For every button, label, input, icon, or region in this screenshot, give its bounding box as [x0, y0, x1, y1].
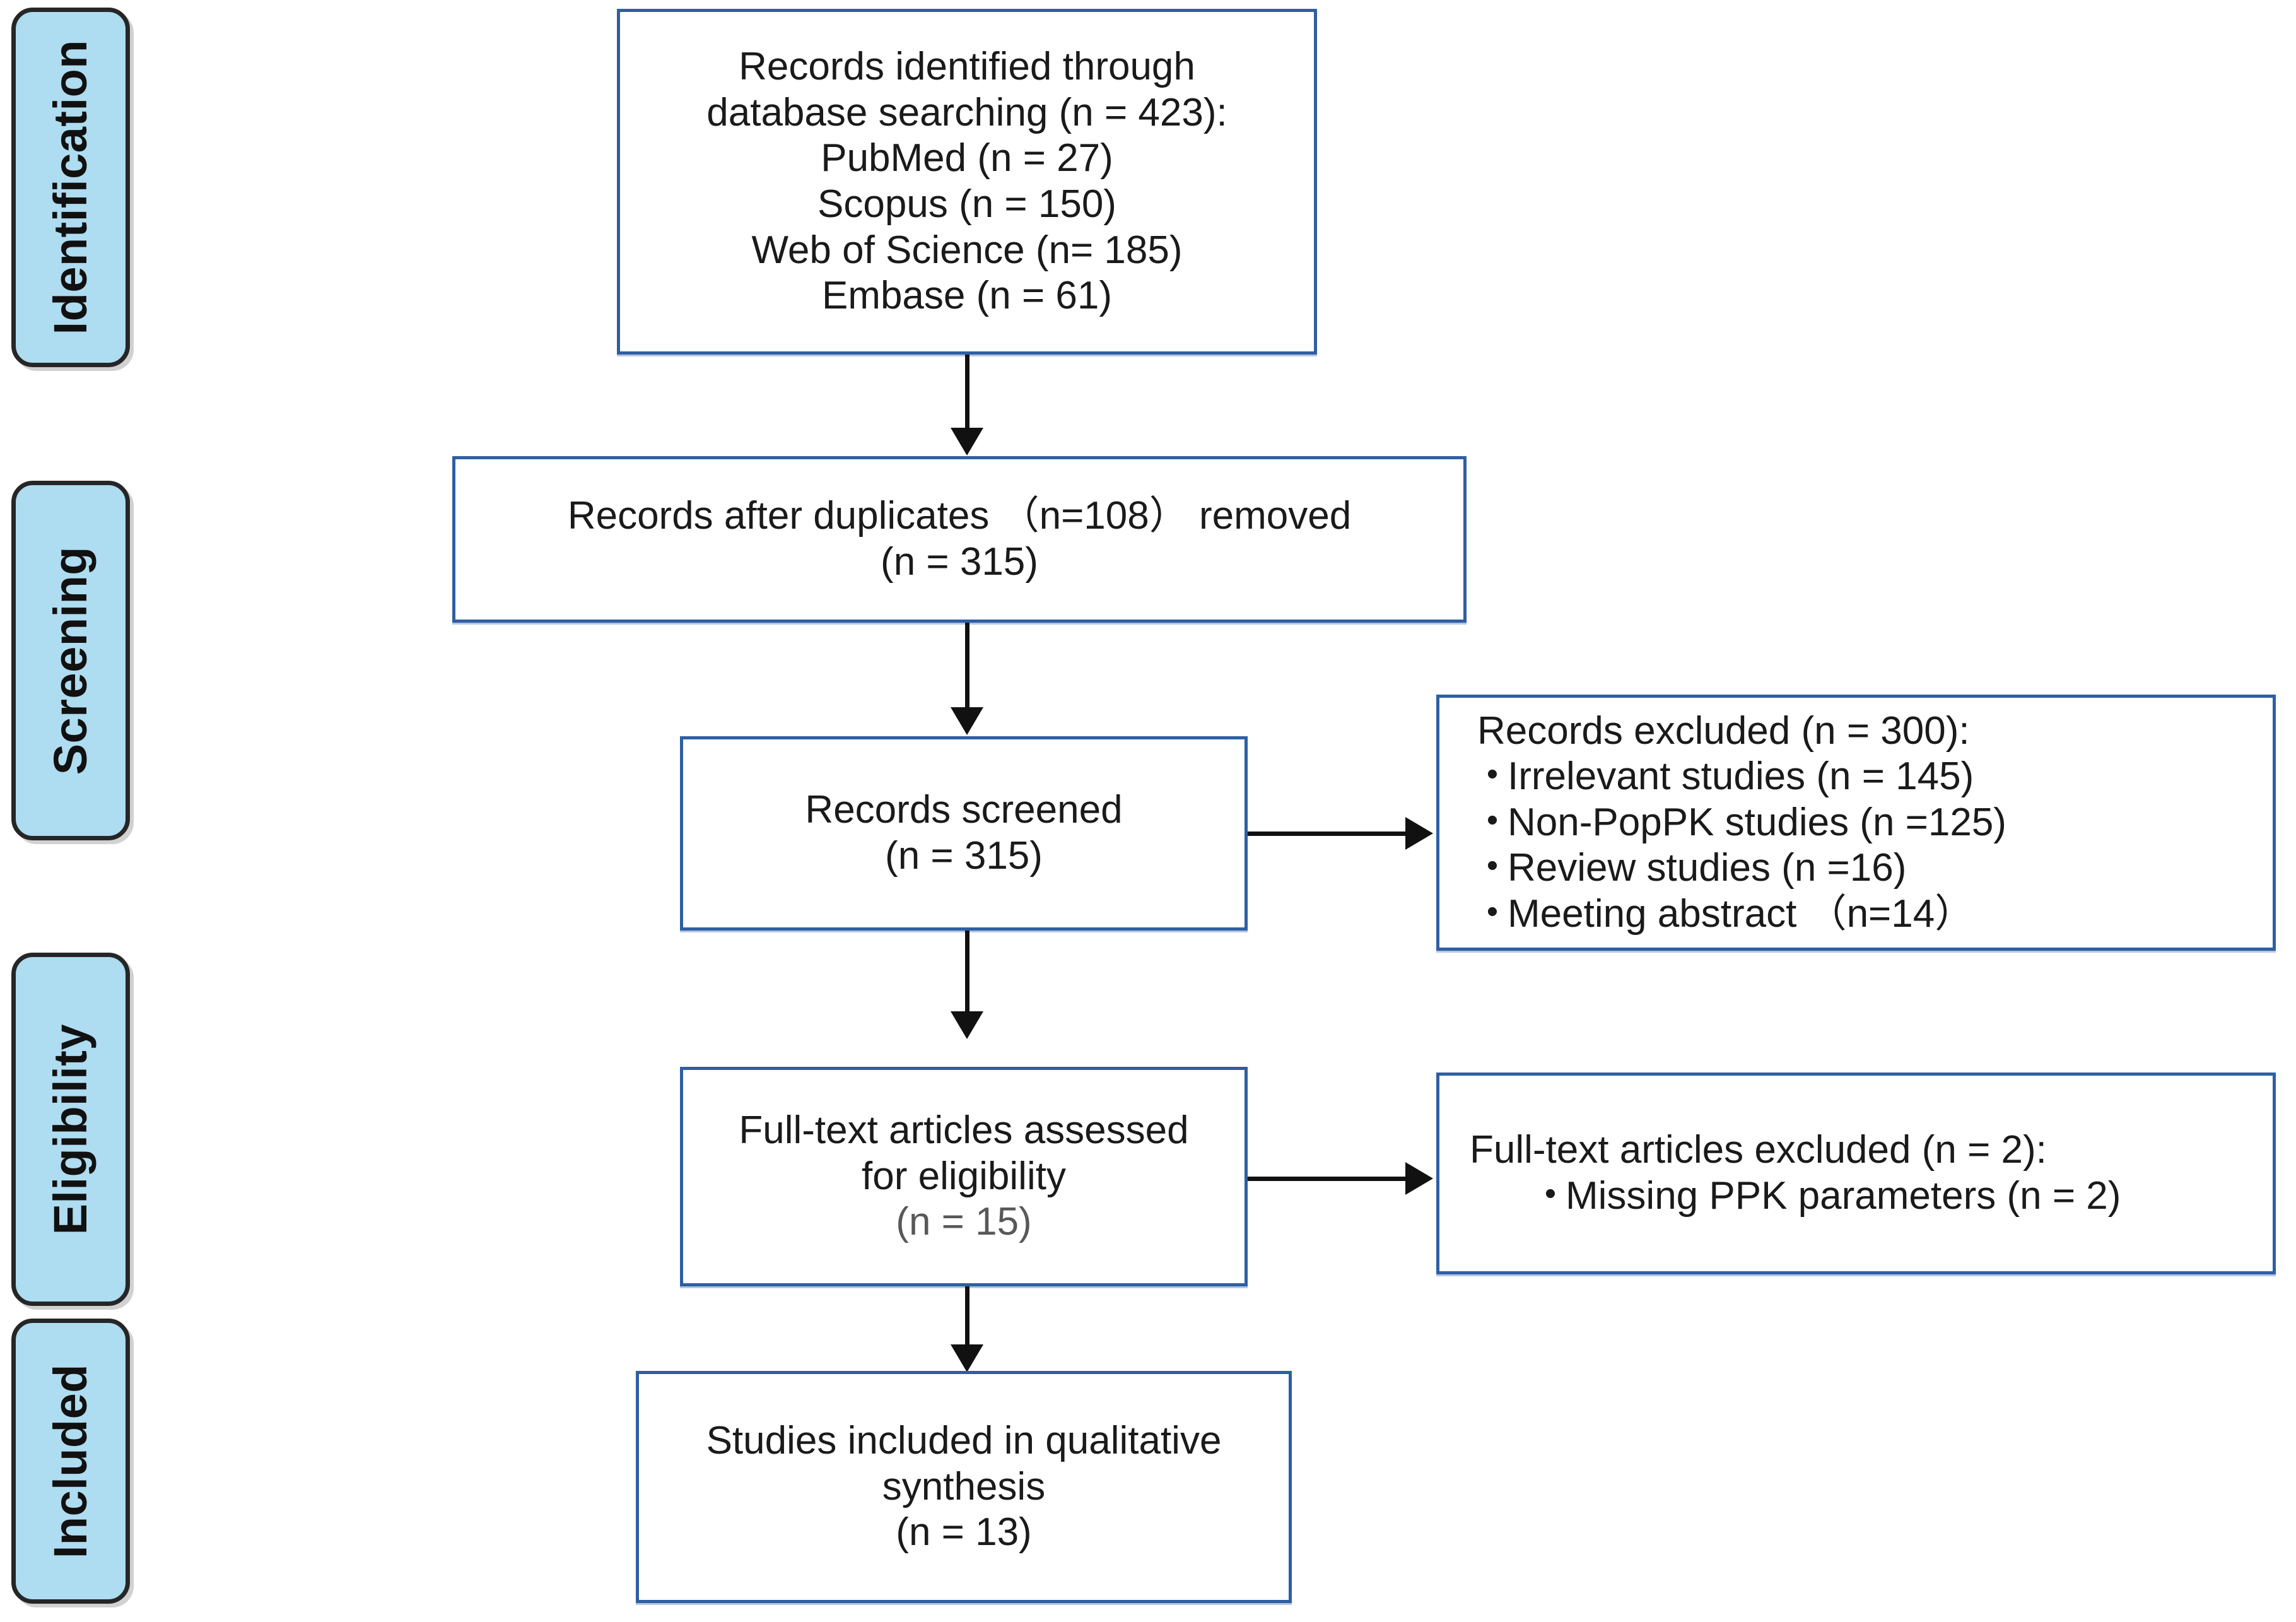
- full-text-excluded-bullet-list: • Missing PPK parameters (n = 2): [1470, 1173, 2251, 1219]
- arrow-identified-to-duplicates: [951, 428, 983, 455]
- records-identified-line-3: PubMed (n = 27): [821, 136, 1113, 180]
- records-after-duplicates-line-1: Records after duplicates （n=108） removed: [567, 494, 1352, 538]
- bullet-glyph-icon: •: [1486, 801, 1499, 838]
- phase-label-identification: Identification: [44, 40, 97, 335]
- phase-pill-identification: Identification: [11, 8, 130, 367]
- connector-duplicates-to-screened: [965, 623, 969, 708]
- arrow-duplicates-to-screened: [951, 707, 983, 735]
- box-studies-included: Studies included in qualitative synthesi…: [636, 1371, 1292, 1603]
- connector-screened-to-fulltext: [965, 931, 969, 1013]
- box-full-text-assessed: Full-text articles assessed for eligibil…: [680, 1067, 1248, 1286]
- arrow-fulltext-to-included: [951, 1344, 983, 1372]
- bullet-glyph-icon: •: [1486, 893, 1499, 930]
- connector-fulltext-to-excluded: [1248, 1177, 1407, 1181]
- arrow-fulltext-to-excluded: [1405, 1162, 1433, 1195]
- studies-included-line-3: (n = 13): [896, 1510, 1032, 1554]
- records-excluded-bullet-1-text: Irrelevant studies (n = 145): [1508, 755, 1974, 799]
- records-excluded-bullet-3: • Review studies (n =16): [1477, 845, 2251, 891]
- phase-label-included: Included: [44, 1363, 97, 1559]
- studies-included-line-1: Studies included in qualitative: [706, 1419, 1222, 1463]
- records-excluded-bullet-1: • Irrelevant studies (n = 145): [1477, 754, 2251, 800]
- records-excluded-bullet-list: • Irrelevant studies (n = 145) • Non-Pop…: [1477, 754, 2251, 937]
- bullet-glyph-icon: •: [1486, 756, 1499, 793]
- connector-fulltext-to-included: [965, 1286, 969, 1346]
- bullet-glyph-icon: •: [1486, 847, 1499, 884]
- records-screened-line-2: (n = 315): [885, 834, 1043, 878]
- full-text-excluded-heading: Full-text articles excluded (n = 2):: [1470, 1128, 2047, 1172]
- records-identified-line-1: Records identified through: [739, 45, 1195, 89]
- records-identified-line-5: Web of Science (n= 185): [751, 228, 1183, 272]
- box-full-text-excluded: Full-text articles excluded (n = 2): • M…: [1436, 1073, 2276, 1274]
- box-records-excluded: Records excluded (n = 300): • Irrelevant…: [1436, 695, 2276, 951]
- records-excluded-bullet-2: • Non-PopPK studies (n =125): [1477, 800, 2251, 846]
- records-excluded-bullet-4: • Meeting abstract （n=14）: [1477, 891, 2251, 937]
- studies-included-line-2: synthesis: [882, 1464, 1046, 1508]
- full-text-assessed-line-1: Full-text articles assessed: [739, 1108, 1189, 1153]
- full-text-excluded-bullet-1-text: Missing PPK parameters (n = 2): [1566, 1174, 2121, 1218]
- records-identified-line-4: Scopus (n = 150): [817, 182, 1116, 226]
- records-after-duplicates-line-2: (n = 315): [881, 540, 1038, 584]
- records-identified-line-2: database searching (n = 423):: [706, 90, 1227, 134]
- connector-identified-to-duplicates: [965, 355, 969, 429]
- records-excluded-bullet-3-text: Review studies (n =16): [1508, 846, 1907, 890]
- full-text-assessed-line-3: (n = 15): [896, 1200, 1032, 1244]
- phase-label-screening: Screening: [44, 546, 97, 775]
- box-records-after-duplicates: Records after duplicates （n=108） removed…: [452, 456, 1467, 623]
- phase-label-eligibility: Eligibility: [44, 1023, 97, 1235]
- phase-pill-screening: Screening: [11, 481, 130, 840]
- phase-pill-eligibility: Eligibility: [11, 953, 130, 1306]
- full-text-excluded-bullet-1: • Missing PPK parameters (n = 2): [1535, 1173, 2251, 1219]
- box-records-screened: Records screened (n = 315): [680, 736, 1248, 931]
- phase-pill-included: Included: [11, 1319, 130, 1604]
- records-excluded-bullet-2-text: Non-PopPK studies (n =125): [1508, 800, 2006, 844]
- box-records-identified: Records identified through database sear…: [617, 9, 1317, 355]
- connector-screened-to-excluded: [1248, 832, 1407, 836]
- bullet-glyph-icon: •: [1544, 1175, 1557, 1212]
- arrow-screened-to-fulltext: [951, 1011, 983, 1039]
- records-excluded-bullet-4-text: Meeting abstract （n=14）: [1508, 891, 1974, 936]
- records-excluded-heading: Records excluded (n = 300):: [1477, 708, 1970, 753]
- arrow-screened-to-excluded: [1405, 817, 1433, 850]
- records-identified-line-6: Embase (n = 61): [821, 274, 1113, 318]
- full-text-assessed-line-2: for eligibility: [862, 1154, 1066, 1198]
- records-screened-line-1: Records screened: [805, 788, 1123, 832]
